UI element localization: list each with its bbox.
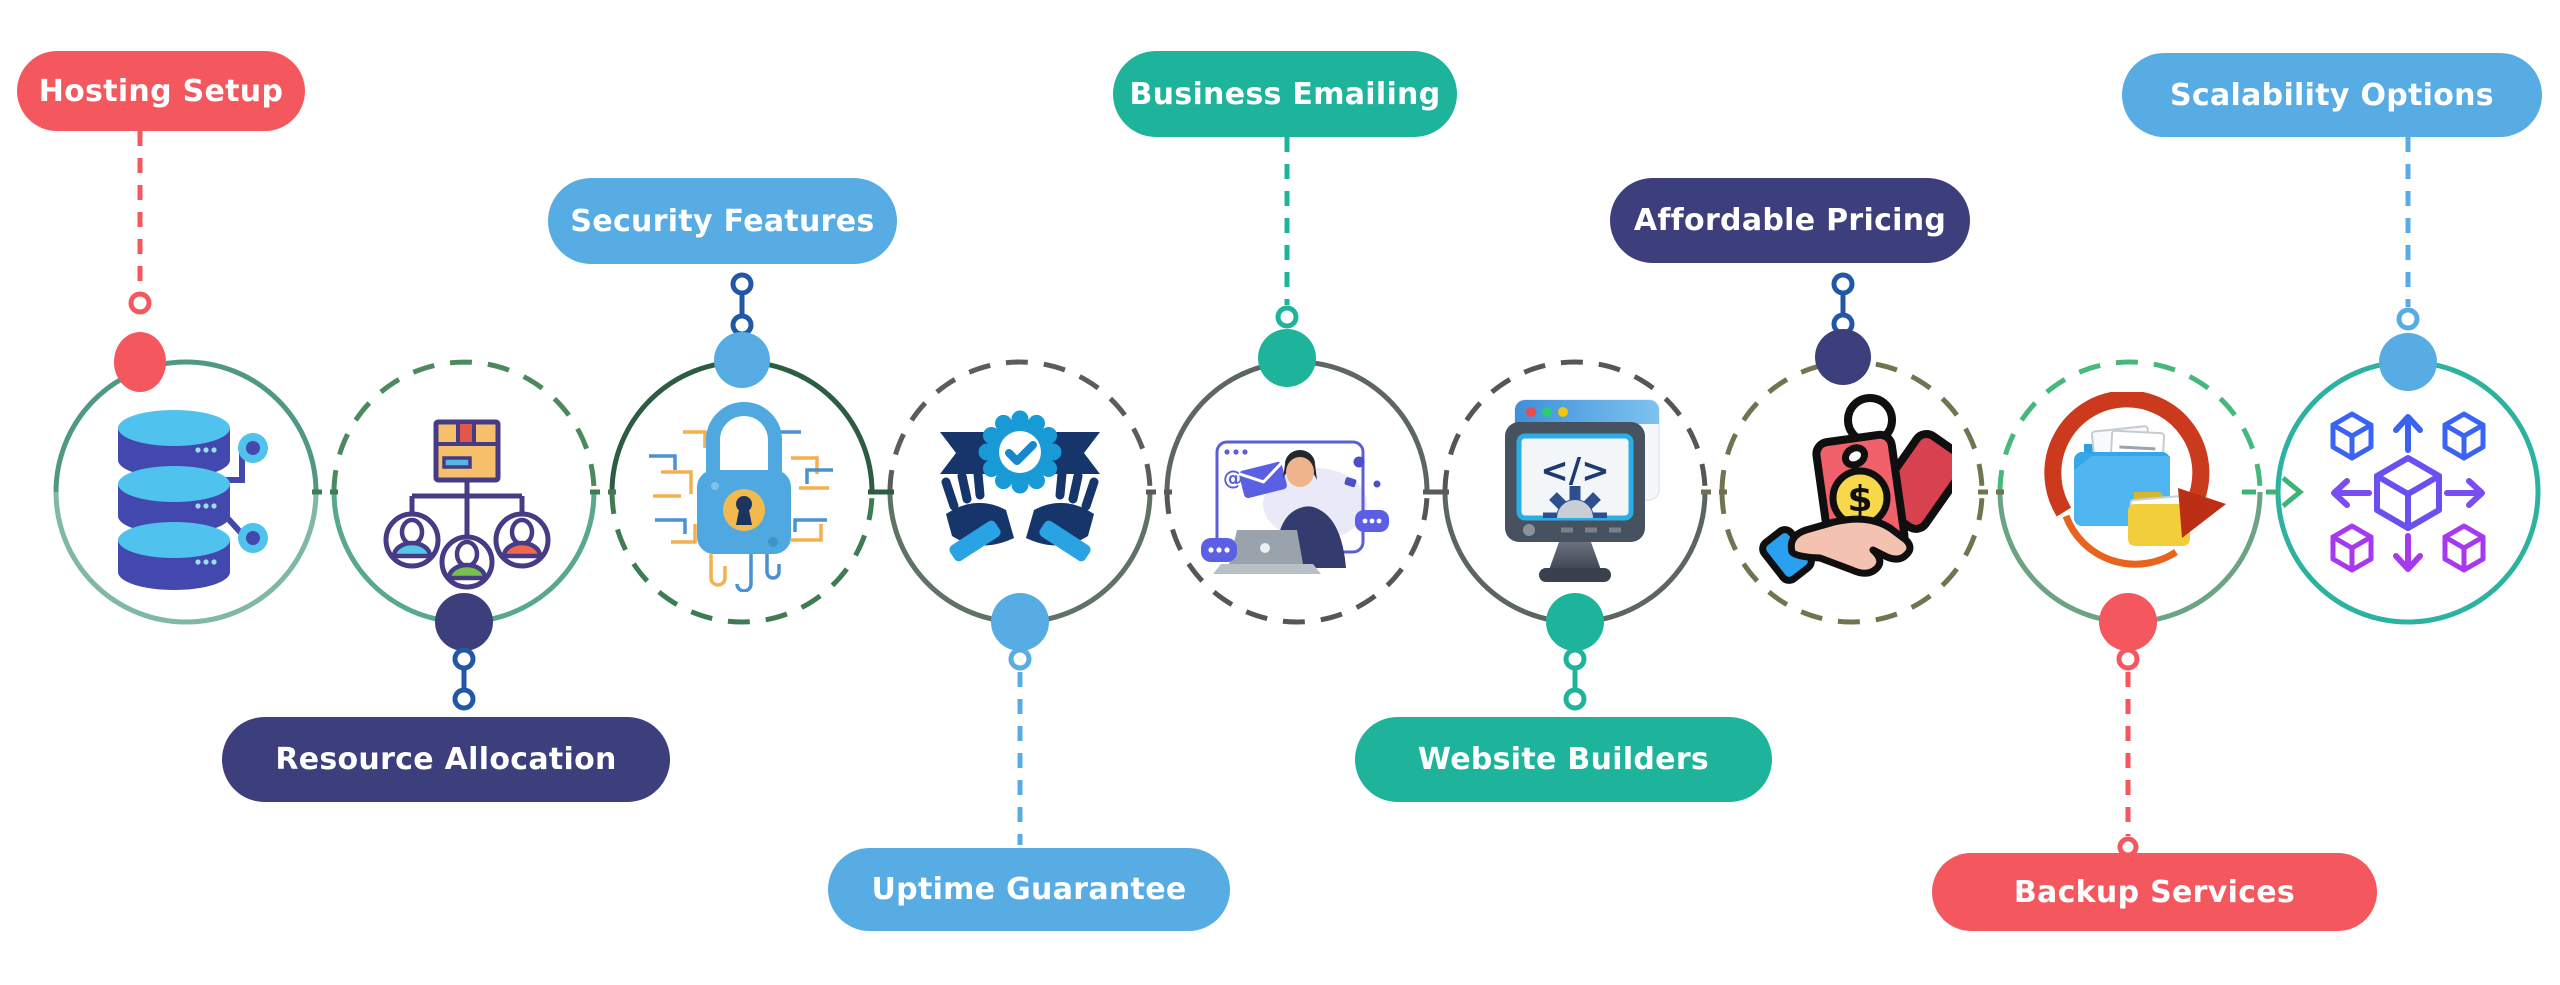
node-dot [991,593,1049,651]
circle-junctions [312,476,2304,508]
cube-network-icon [2330,411,2486,573]
dollar-glyph: $ [1847,479,1872,520]
step-pill-backup-services: Backup Services [1932,853,2377,931]
step-pill-affordable-pricing: Affordable Pricing [1610,178,1970,263]
node-dot [114,332,166,392]
circuit-padlock-icon [649,402,833,592]
step-label: Business Emailing [1129,76,1441,112]
step-pill-scalability-options: Scalability Options [2122,53,2542,137]
at-glyph: @ [1223,466,1243,490]
step-pill-business-emailing: Business Emailing [1113,51,1457,137]
step-label: Scalability Options [2170,77,2494,113]
connector-backup-services [2099,593,2157,858]
step-label: Website Builders [1417,742,1710,777]
hands-badge-icon [940,410,1100,562]
step-pill-security-features: Security Features [548,178,897,264]
step-pill-website-builders: Website Builders [1355,717,1772,802]
folders-sync-arrow-icon [2044,392,2226,568]
database-icon [118,410,268,590]
circle-hosting-setup [53,359,319,625]
node-dot [714,332,770,388]
monitor-code-gear-icon: </> [1505,399,1660,582]
connector-security-features [714,272,770,388]
connector-hosting-setup [114,131,166,392]
node-dot [1815,329,1871,385]
node-dot [2099,593,2157,651]
node-dot [2379,333,2437,391]
step-pill-uptime-guarantee: Uptime Guarantee [828,848,1230,931]
step-label: Security Features [570,203,875,239]
step-label: Affordable Pricing [1633,203,1947,238]
node-dot [1258,329,1316,387]
step-pill-hosting-setup: Hosting Setup [17,51,305,131]
connector-website-builders [1546,593,1604,711]
price-tags-hand-icon: $ [1759,394,1952,584]
connector-affordable-pricing [1815,272,1871,385]
step-label: Hosting Setup [38,73,284,109]
code-glyph: </> [1540,451,1609,491]
connector-uptime-guarantee [991,593,1049,845]
step-label: Resource Allocation [275,742,617,777]
connector-scalability-options [2379,137,2437,391]
flow-arrow-icon [2242,476,2304,508]
step-label: Uptime Guarantee [871,872,1187,907]
connector-resource-allocation [435,593,493,711]
step-connectors [114,131,2437,858]
person-laptop-email-icon: @ [1201,440,1389,574]
node-dot [435,593,493,651]
node-dot [1546,593,1604,651]
step-pill-resource-allocation: Resource Allocation [222,717,670,802]
connector-business-emailing [1258,137,1316,387]
step-label: Backup Services [2013,874,2296,910]
resource-allocation-icon [383,419,551,590]
